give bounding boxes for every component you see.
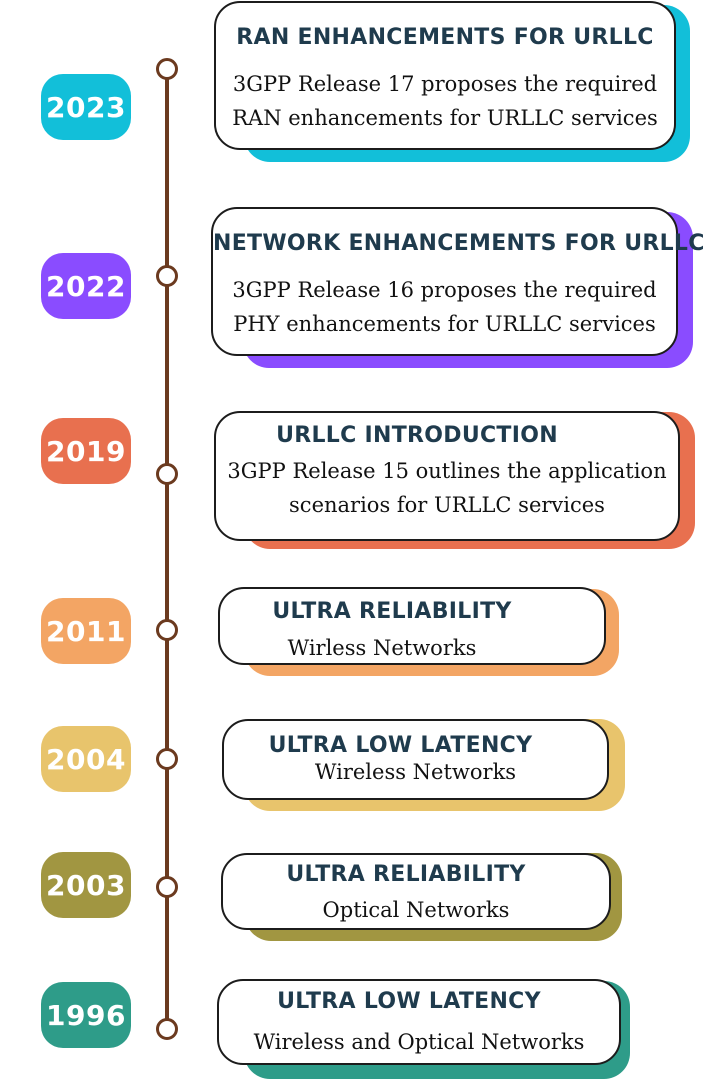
card-description: Wirless Networks [220,631,604,665]
card-description-line: Wirless Networks [287,636,477,660]
card-description: 3GPP Release 15 outlines the application… [216,454,678,522]
card-description-line: RAN enhancements for URLLC services [232,106,658,130]
card-description: Wireless Networks [224,755,607,789]
timeline-card: ULTRA LOW LATENCY Wireless and Optical N… [217,979,621,1065]
timeline-card: ULTRA LOW LATENCY Wireless Networks [222,719,609,800]
year-badge: 2011 [41,598,131,664]
timeline-node [156,748,178,770]
card-description-line: 3GPP Release 15 outlines the application [227,459,667,483]
timeline-card: ULTRA RELIABILITY Wirless Networks [218,587,606,665]
timeline-line [165,67,169,1029]
card-description-line: 3GPP Release 17 proposes the required [232,72,658,96]
card-description: Wireless and Optical Networks [219,1025,619,1059]
card-description-line: PHY enhancements for URLLC services [233,312,656,336]
year-badge: 2023 [41,74,131,140]
year-badge: 2003 [41,852,131,918]
card-description-line: Wireless Networks [314,760,517,784]
card-title: ULTRA RELIABILITY [272,599,512,624]
card-title: NETWORK ENHANCEMENTS FOR URLLC [213,231,705,256]
timeline-node [156,265,178,287]
year-badge: 1996 [41,982,131,1048]
card-description-line: scenarios for URLLC services [289,493,605,517]
card-description-line: 3GPP Release 16 proposes the required [232,278,657,302]
timeline-card: RAN ENHANCEMENTS FOR URLLC 3GPP Release … [214,1,676,150]
year-badge: 2019 [41,418,131,484]
timeline-node [156,876,178,898]
timeline-node [156,58,178,80]
year-badge: 2022 [41,253,131,319]
card-description-line: Optical Networks [322,898,510,922]
timeline-node [156,619,178,641]
timeline-node [156,463,178,485]
timeline-card: NETWORK ENHANCEMENTS FOR URLLC 3GPP Rele… [211,207,705,356]
card-description: 3GPP Release 17 proposes the required RA… [216,67,674,135]
card-title: ULTRA LOW LATENCY [277,989,541,1014]
card-title: ULTRA LOW LATENCY [268,733,533,758]
timeline-card: URLLC INTRODUCTION 3GPP Release 15 outli… [214,411,680,541]
timeline-card: ULTRA RELIABILITY Optical Networks [221,853,611,930]
card-title: ULTRA RELIABILITY [286,862,526,887]
card-description: 3GPP Release 16 proposes the required PH… [213,273,676,341]
timeline-node [156,1018,178,1040]
card-title: RAN ENHANCEMENTS FOR URLLC [236,25,654,50]
card-title: URLLC INTRODUCTION [276,423,558,448]
year-badge: 2004 [41,726,131,792]
card-description-line: Wireless and Optical Networks [253,1030,585,1054]
card-description: Optical Networks [223,893,609,927]
